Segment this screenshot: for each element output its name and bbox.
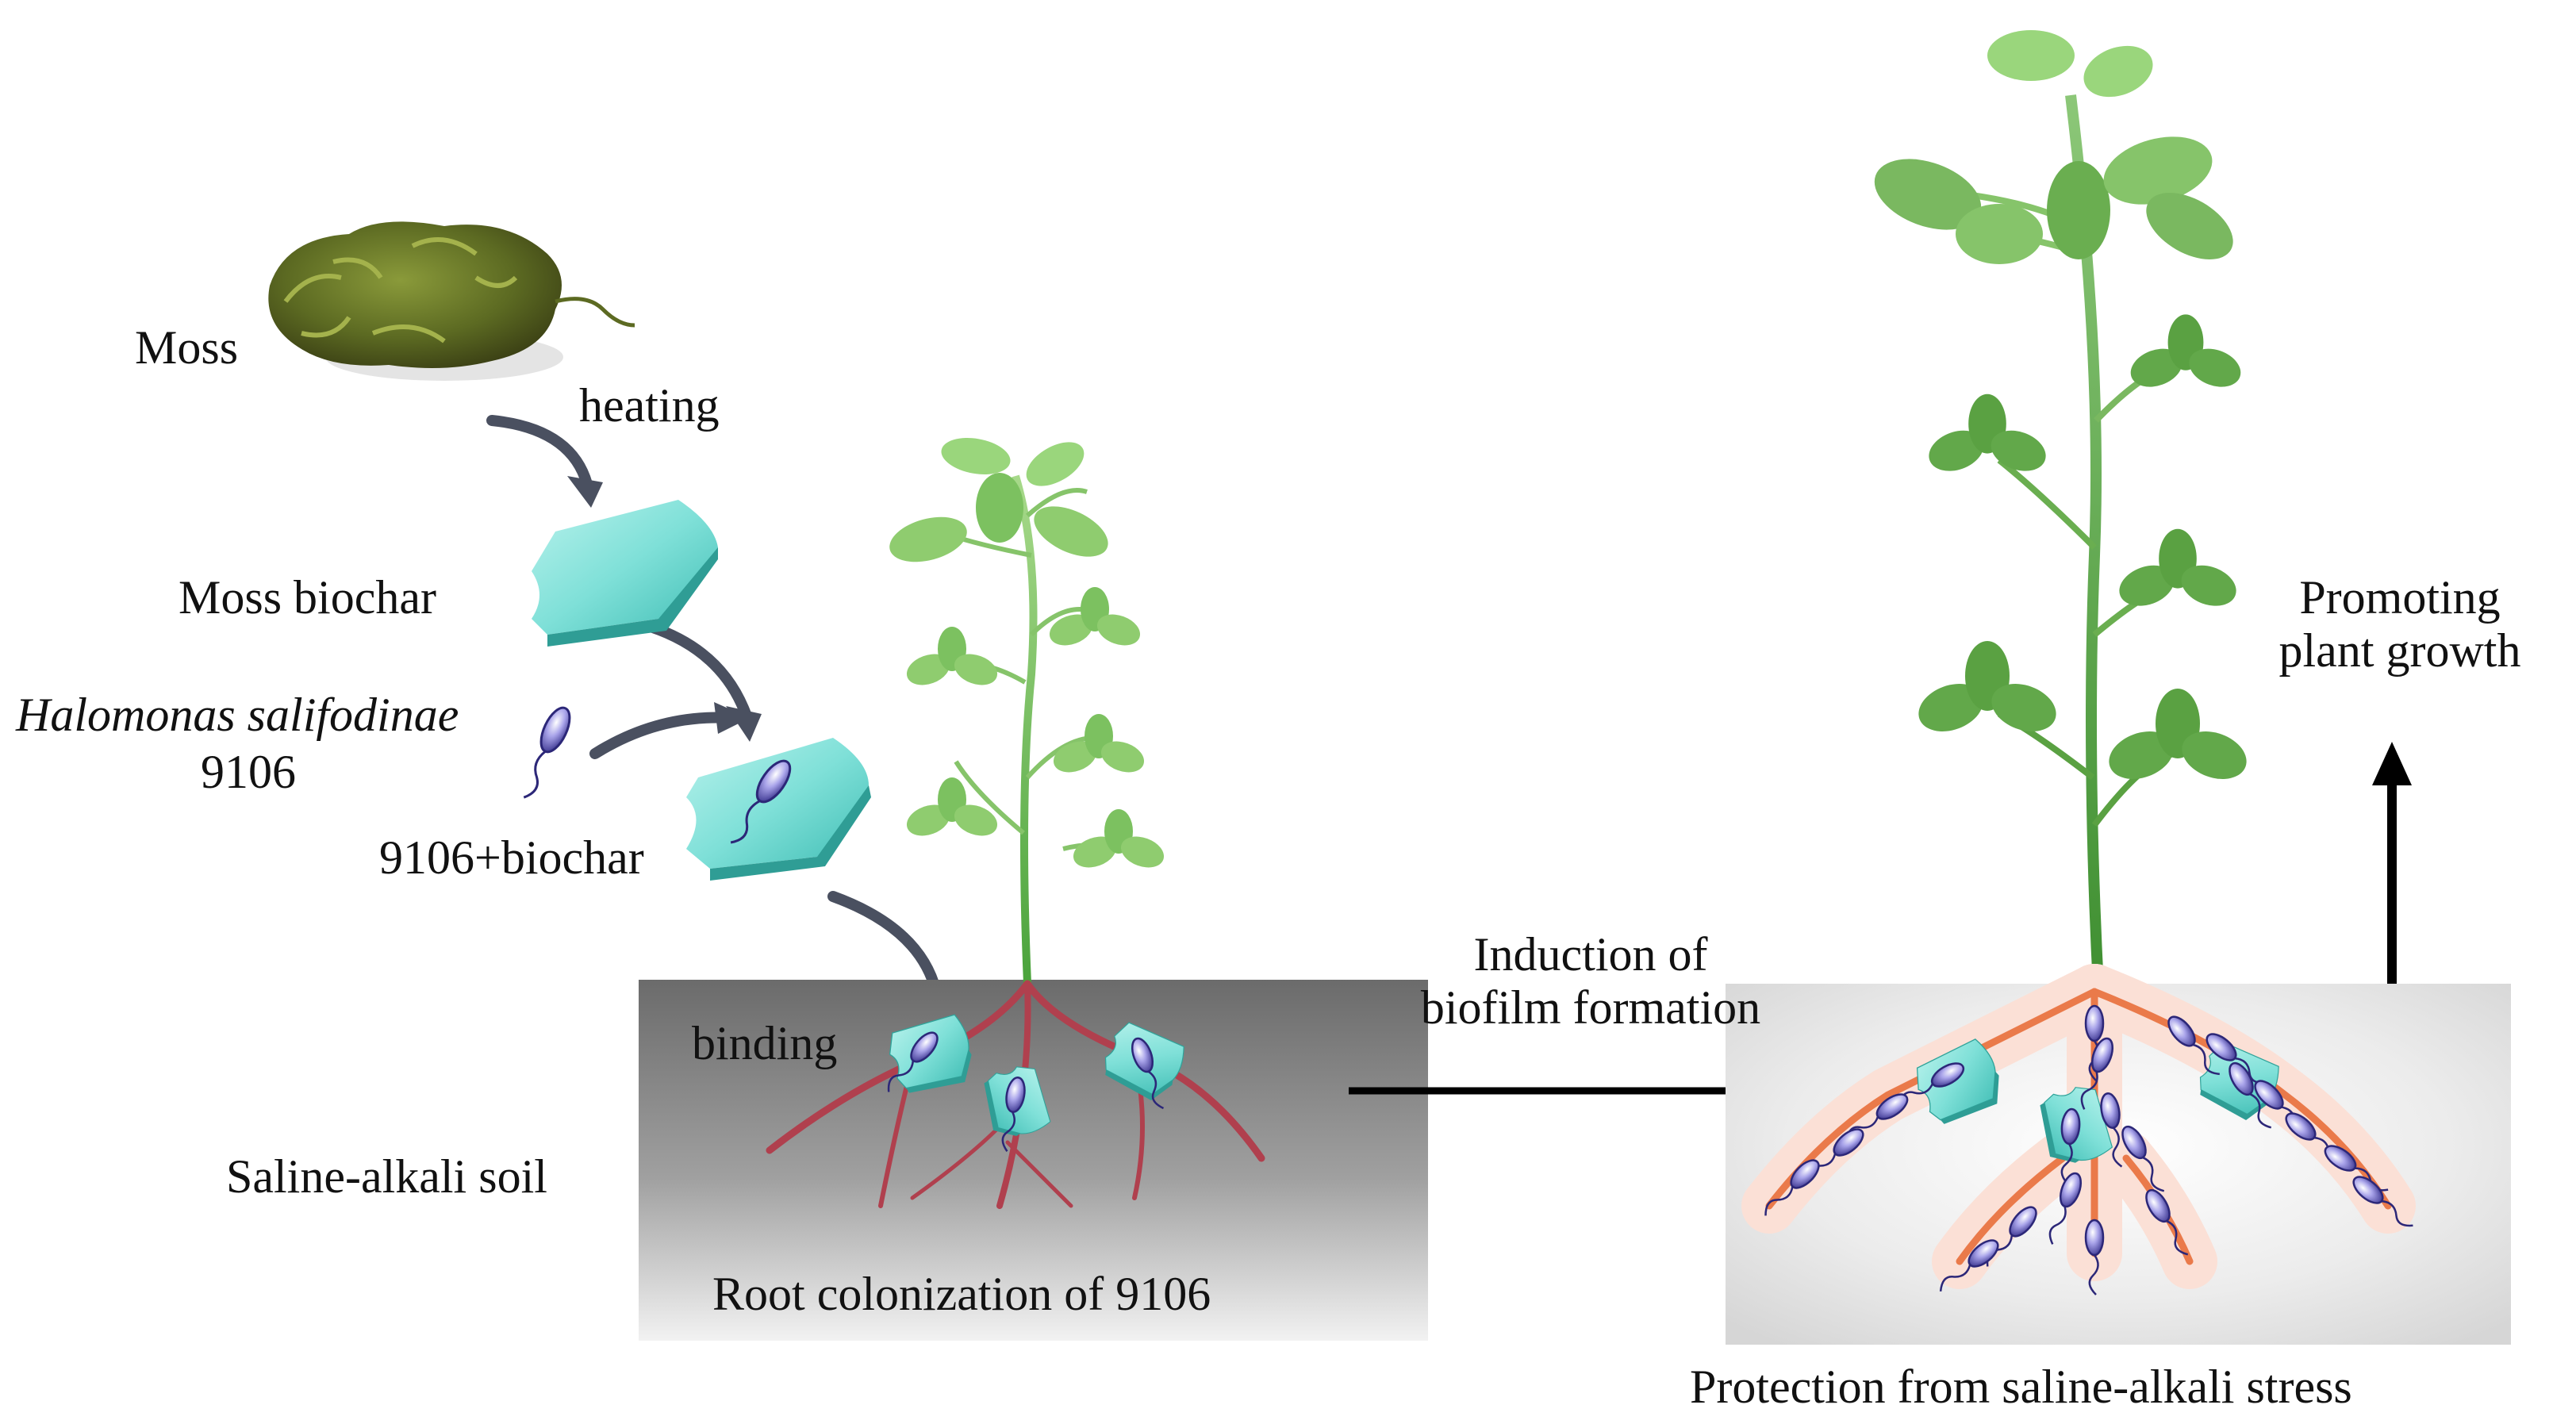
process-arrows [486,415,942,997]
arrow-binding [827,891,942,997]
moss-illustration [268,221,635,381]
label-protection: Protection from saline-alkali stress [1690,1361,2352,1413]
label-promoting-line2: plant growth [2278,624,2521,677]
label-induction: Induction of biofilm formation [1376,928,1805,1034]
label-moss-biochar: Moss biochar [179,571,436,624]
label-binding: binding [692,1017,838,1069]
label-species-name: Halomonas salifodinae [16,689,459,741]
halomonas-bacterium-icon [513,702,577,804]
arrow-biochar-to-combo [645,621,751,720]
label-root-colonization: Root colonization of 9106 [712,1268,1211,1320]
label-moss: Moss [135,321,239,374]
label-promoting: Promoting plant growth [2241,571,2559,677]
small-plant [889,438,1169,985]
saline-alkali-soil-box [639,980,1428,1341]
label-heating: heating [579,379,720,432]
label-promoting-line1: Promoting [2299,571,2501,624]
label-strain-id: 9106 [201,746,296,798]
arrow-heating [486,415,593,489]
arrow-bacteria-to-combo [589,712,735,759]
strain-biochar-complex [686,738,871,881]
large-plant [1874,30,2254,988]
label-induction-line1: Induction of [1473,928,1708,981]
moss-biochar-flake [532,500,718,647]
label-induction-line2: biofilm formation [1420,981,1761,1034]
label-strain-biochar: 9106+biochar [379,831,644,884]
label-saline-alkali-soil: Saline-alkali soil [226,1150,547,1203]
